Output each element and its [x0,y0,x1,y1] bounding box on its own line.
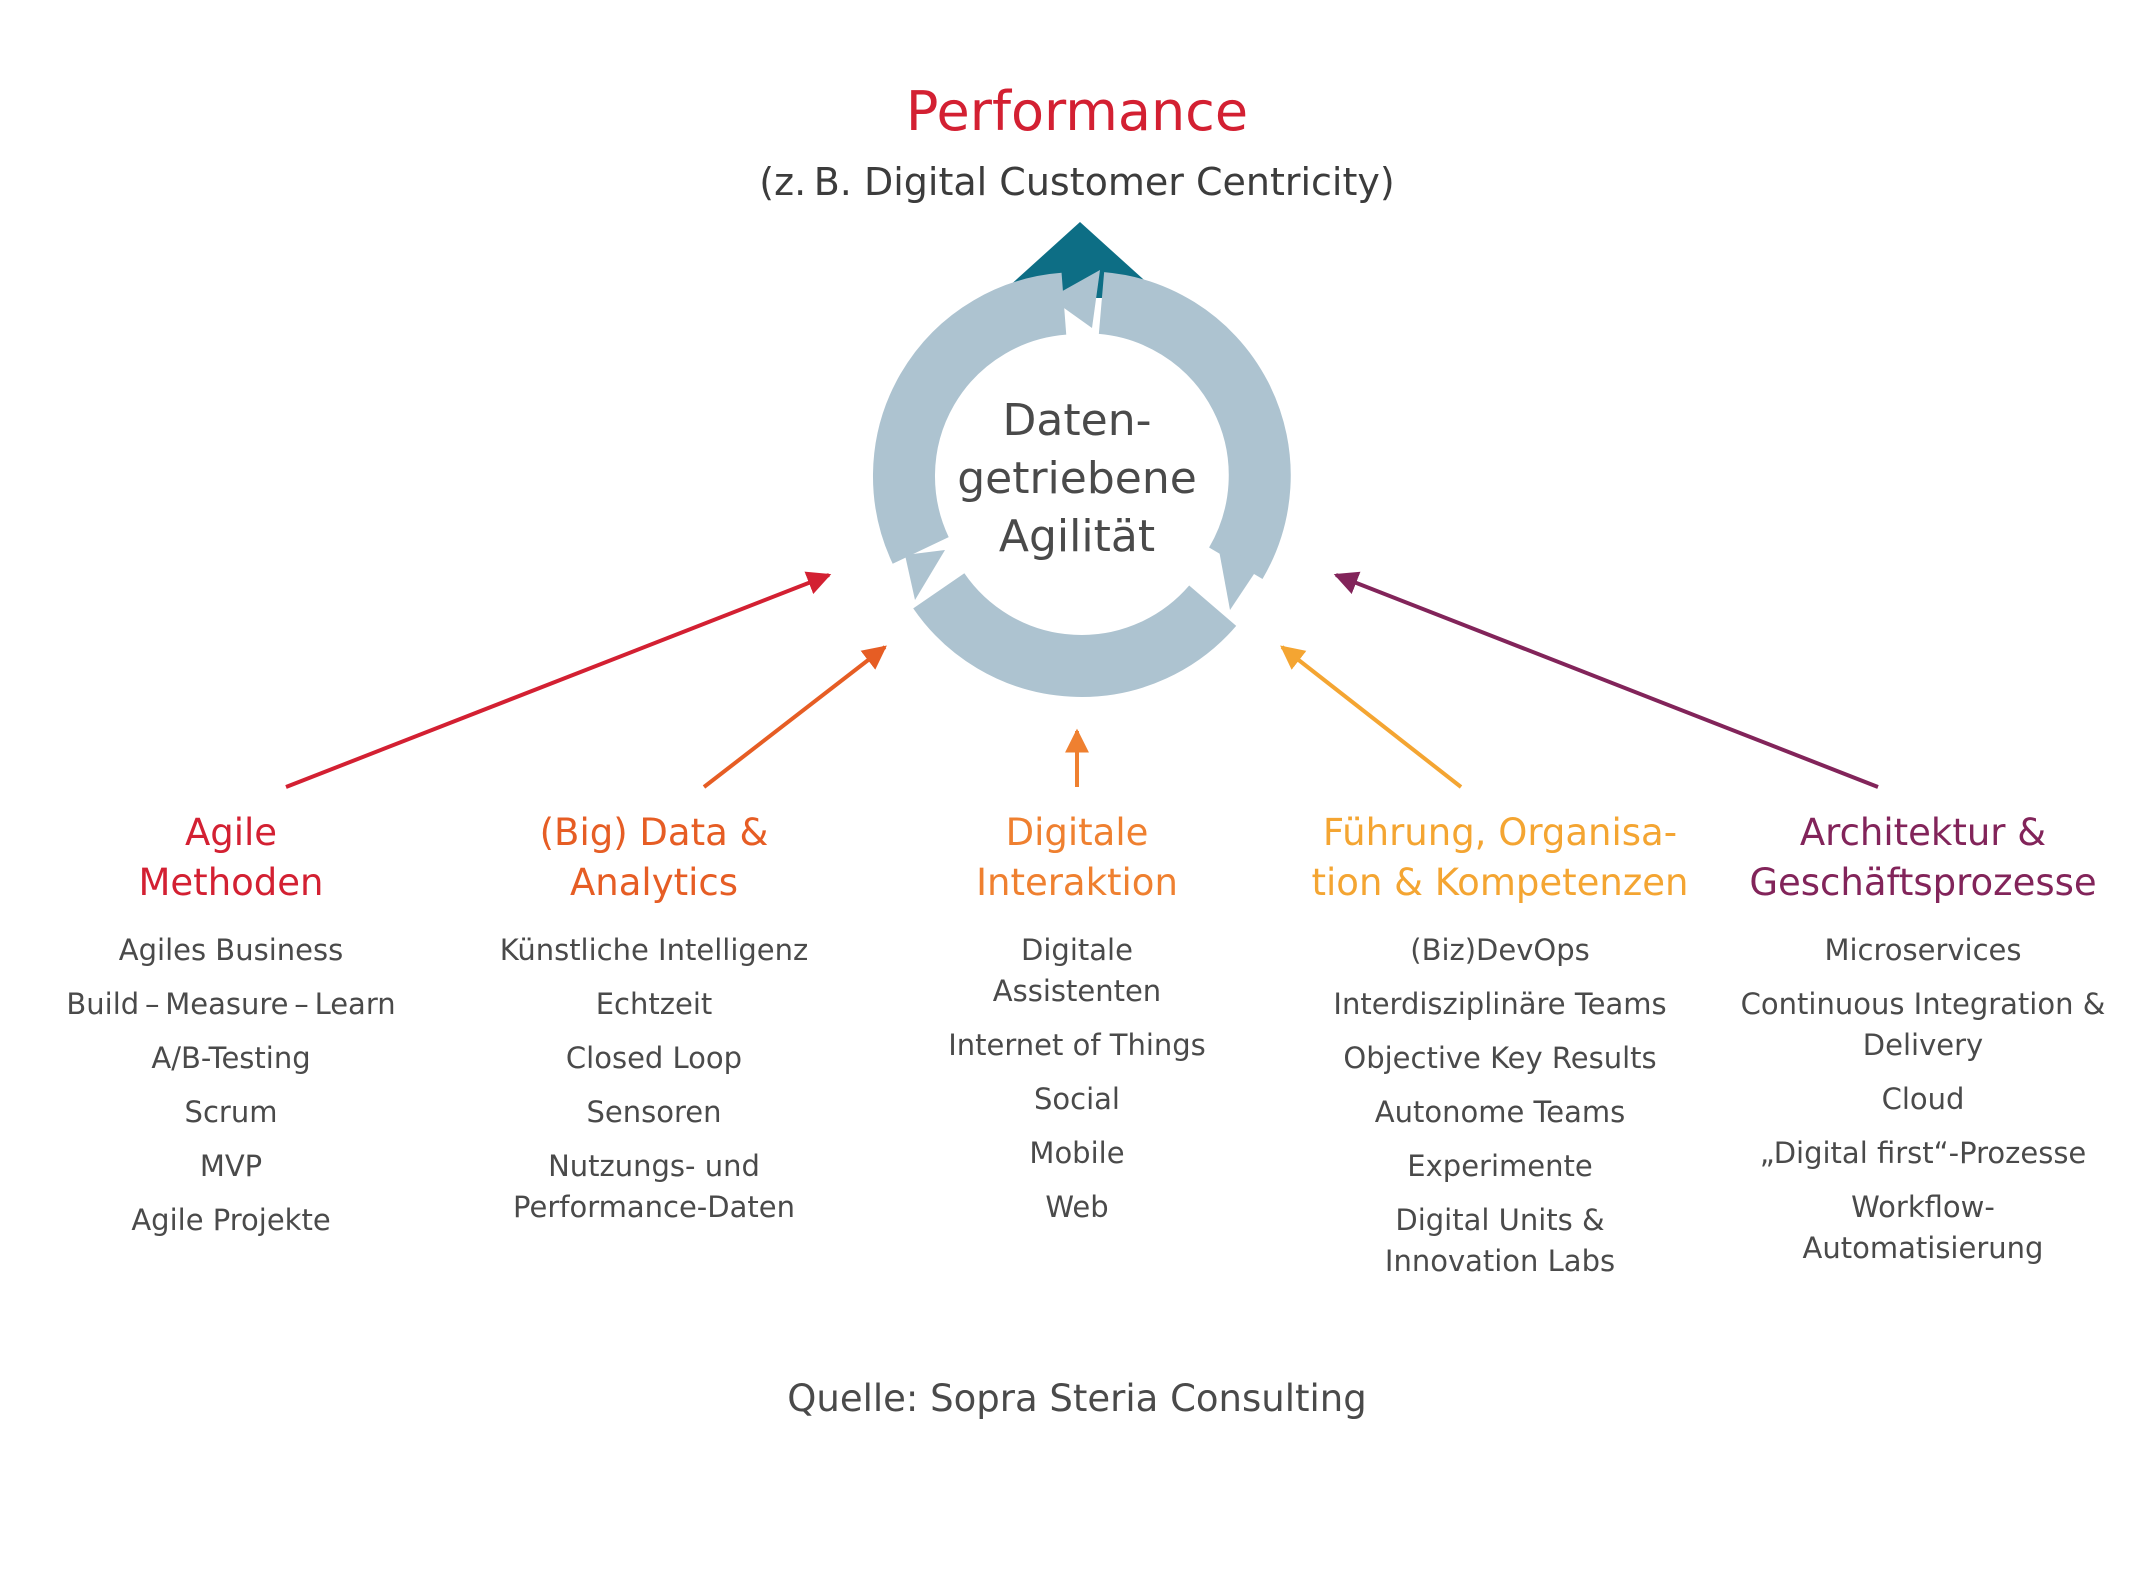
source-note: Quelle: Sopra Steria Consulting [787,1377,1367,1420]
center-line-1: Daten- [1002,395,1152,446]
cycle-tip-top [1050,270,1100,328]
column-heading: Digitale Interaktion [976,811,1178,904]
cycle-segment-right [1098,272,1291,579]
list-item: Mobile [1029,1136,1125,1170]
list-item: (Biz)DevOps [1410,933,1590,967]
item-list: Microservices Continuous Integration &De… [1723,930,2123,1269]
item-list: Agiles Business Build – Measure – Learn … [31,930,431,1241]
list-item: Closed Loop [565,1041,743,1075]
cycle-segment-left [872,272,1067,564]
list-item: MVP [199,1149,263,1183]
list-item: Echtzeit [595,987,713,1021]
list-item: „Digital first“-Prozesse [1759,1136,2087,1170]
diagram-title: Performance [905,80,1249,143]
arrow-fuehrung [1280,645,1463,789]
column-heading: (Big) Data & Analytics [539,811,769,904]
list-item: Build – Measure – Learn [66,987,396,1021]
column-architektur: Architektur & Geschäftsprozesse Microser… [1723,808,2123,1282]
cycle-center-label: Daten- getriebene Agilität [927,392,1227,566]
column-big-data-analytics: (Big) Data & Analytics Künstliche Intell… [454,808,854,1241]
list-item: Künstliche Intelligenz [499,933,809,967]
item-list: Künstliche Intelligenz Echtzeit Closed L… [454,930,854,1228]
list-item: Autonome Teams [1374,1095,1626,1129]
list-item: Internet of Things [948,1028,1206,1062]
cycle-tip-left [905,550,945,600]
list-item: Sensoren [586,1095,722,1129]
center-line-3: Agilität [998,511,1156,562]
column-agile-methoden: Agile Methoden Agiles Business Build – M… [31,808,431,1254]
list-item: Cloud [1881,1082,1965,1116]
list-item: Digital Units &Innovation Labs [1384,1203,1616,1278]
cycle-ring [872,272,1291,697]
list-item: Continuous Integration &Delivery [1740,987,2106,1062]
column-heading: Agile Methoden [138,811,324,904]
column-heading: Führung, Organisa- tion & Kompetenzen [1311,811,1689,904]
list-item: Agile Projekte [131,1203,331,1237]
list-item: Interdisziplinäre Teams [1333,987,1667,1021]
column-heading: Architektur & Geschäftsprozesse [1749,811,2097,904]
column-fuehrung-organisation: Führung, Organisa- tion & Kompetenzen (B… [1300,808,1700,1295]
list-item: Microservices [1824,933,2022,967]
item-list: (Biz)DevOps Interdisziplinäre Teams Obje… [1300,930,1700,1282]
list-item: Agiles Business [118,933,344,967]
arrow-big-data [702,645,887,789]
list-item: Web [1045,1190,1109,1224]
list-item: Experimente [1407,1149,1593,1183]
list-item: Social [1034,1082,1120,1116]
list-item: A/B-Testing [151,1041,311,1075]
center-line-2: getriebene [957,453,1197,504]
list-item: Workflow-Automatisierung [1802,1190,2044,1265]
list-item: Objective Key Results [1343,1041,1657,1075]
cycle-segment-bottom [913,572,1237,697]
cycle-tip-right [1218,545,1260,610]
list-item: Scrum [184,1095,278,1129]
arrow-architektur [1333,571,1879,789]
diagram-subtitle: (z. B. Digital Customer Centricity) [759,160,1395,204]
arrow-agile-methoden [285,571,832,789]
